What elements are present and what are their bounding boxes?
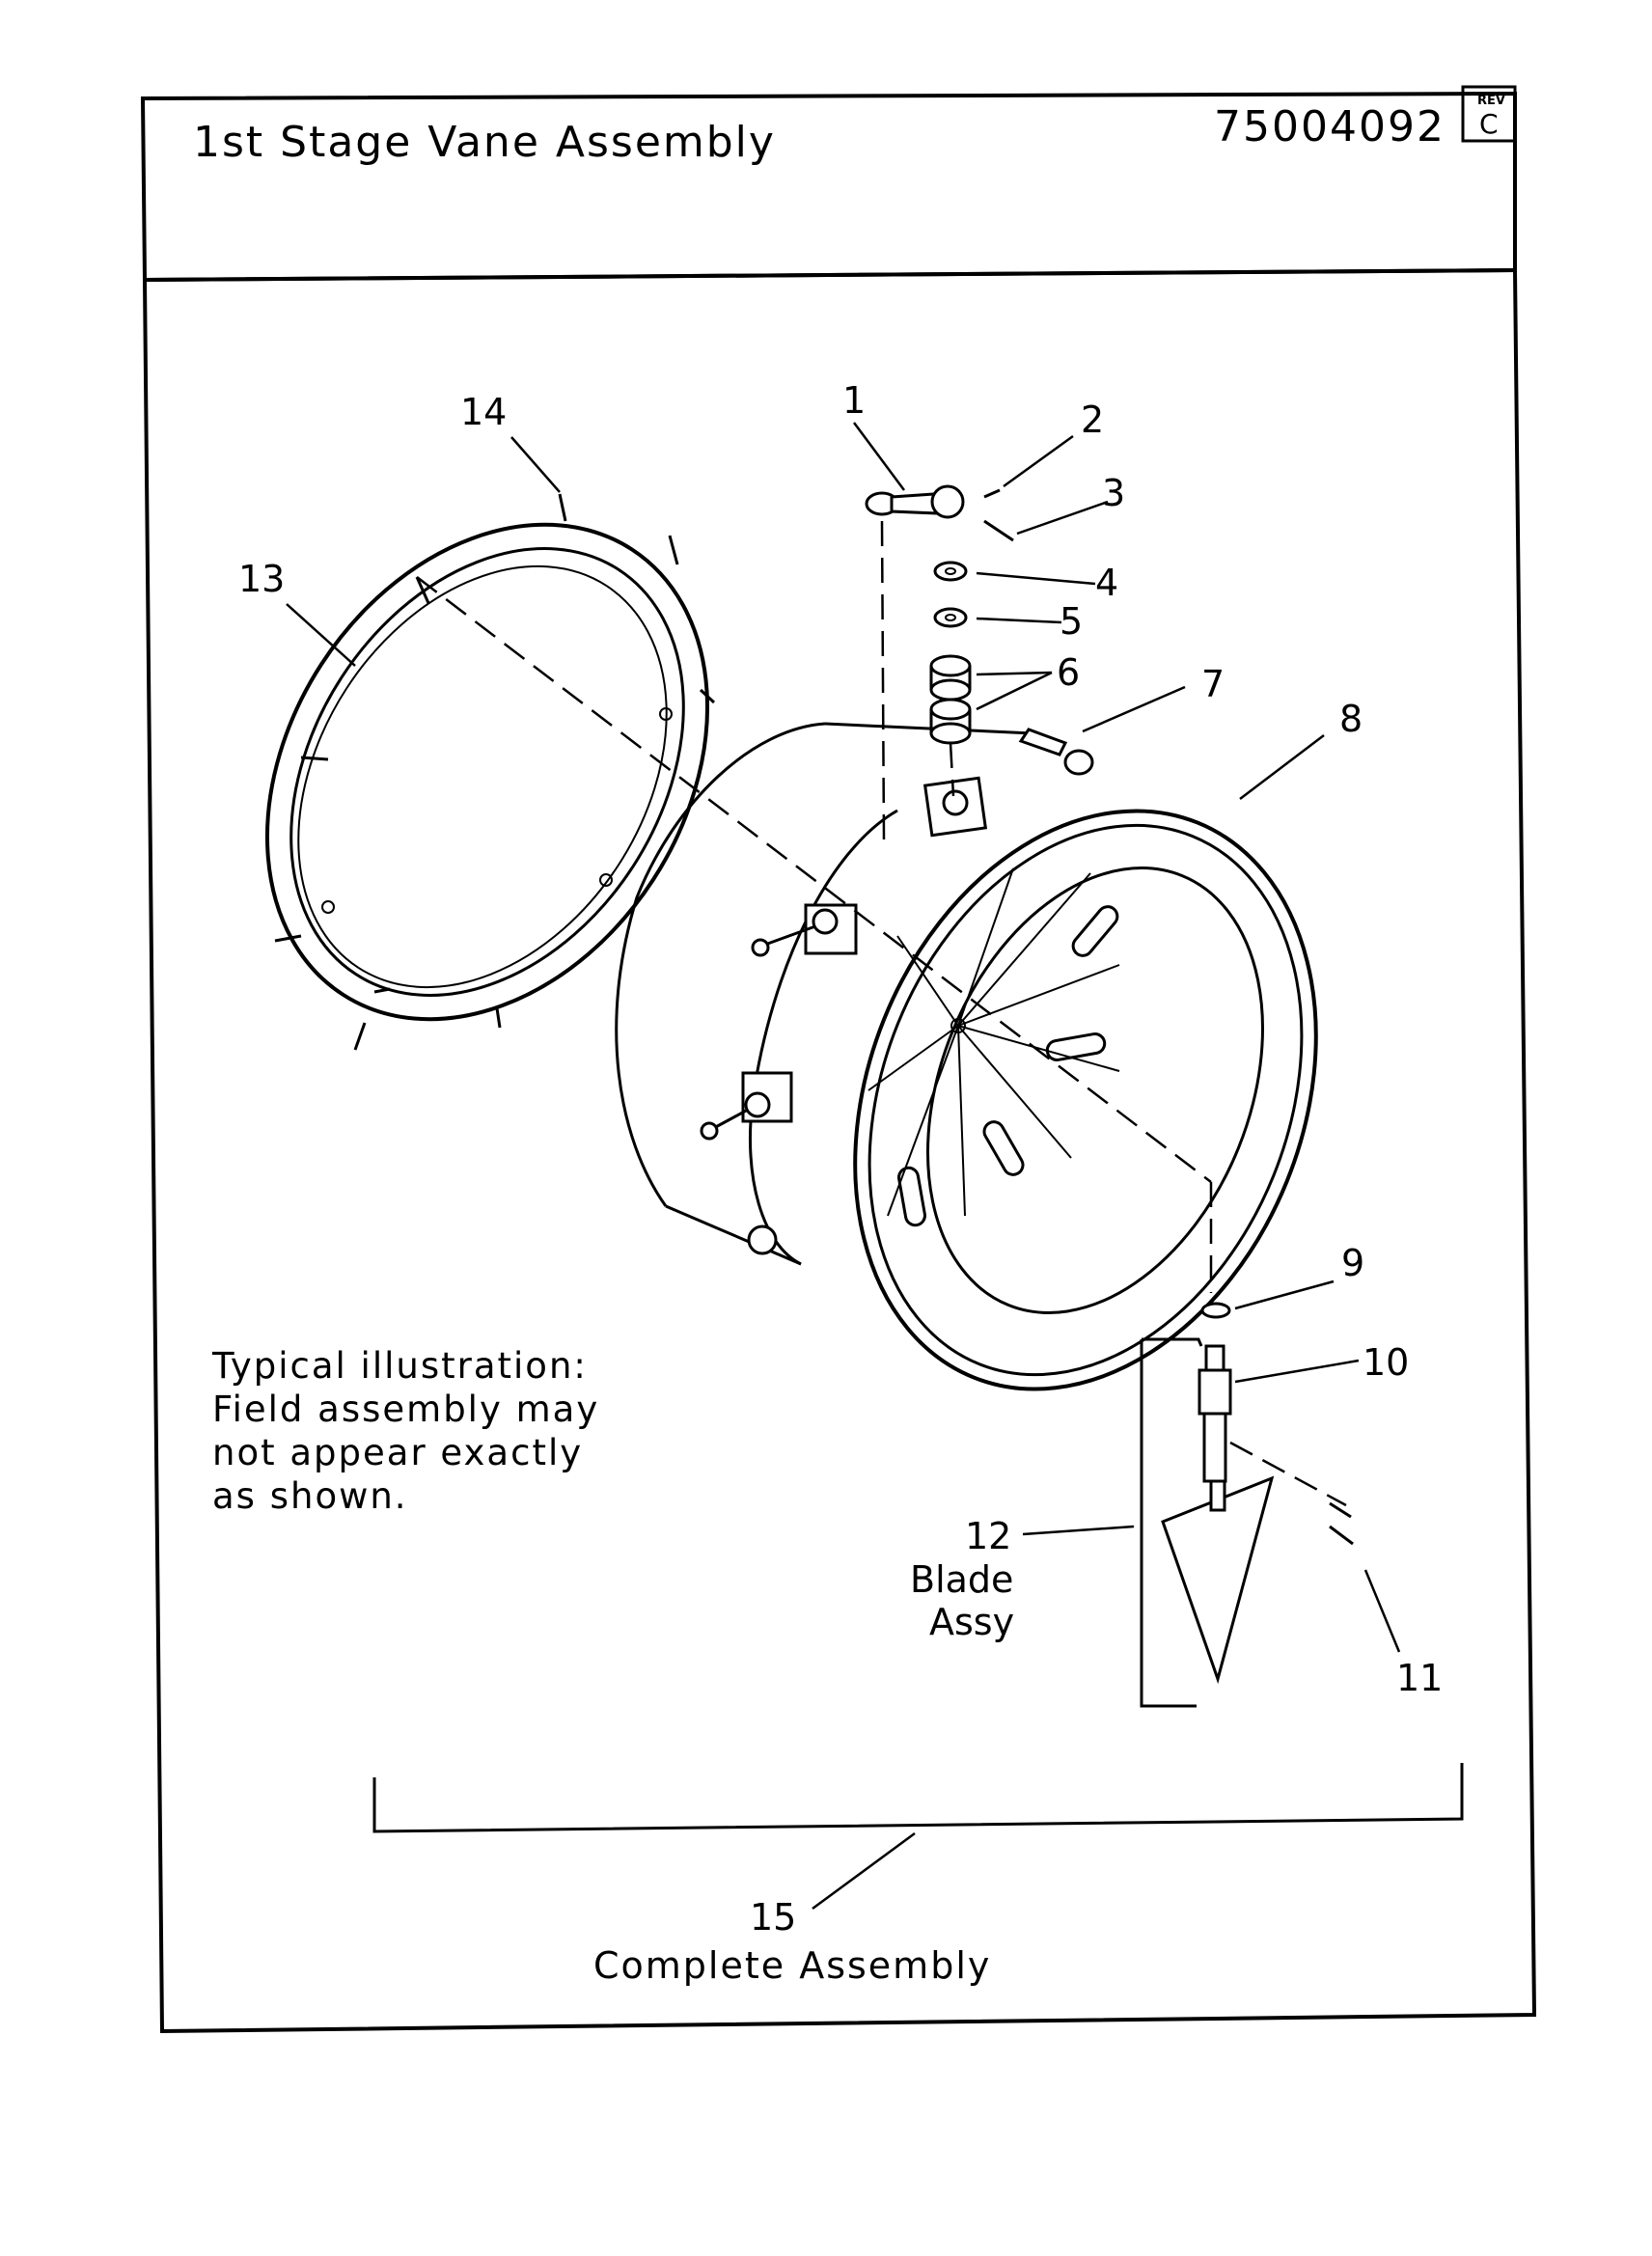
callout-11: 11 xyxy=(1396,1657,1443,1699)
drawing-title: 1st Stage Vane Assembly xyxy=(193,118,776,167)
callout-8: 8 xyxy=(1339,698,1363,740)
leader-lines xyxy=(286,422,1401,1911)
retaining-ring xyxy=(264,493,716,1051)
housing-bosses xyxy=(700,776,988,1255)
ring-pins xyxy=(274,493,716,1051)
drawing-frame xyxy=(143,269,1537,2034)
typical-illustration-note: Typical illustration: Field assembly may… xyxy=(211,1345,599,1517)
callout-1: 1 xyxy=(842,379,866,422)
complete-assembly-bracket xyxy=(372,1763,1464,1833)
note-line-1: Typical illustration: xyxy=(211,1345,588,1387)
center-axis xyxy=(416,576,1212,1183)
vane-housing xyxy=(615,722,1318,1391)
drawing-number: 75004092 xyxy=(1214,102,1446,151)
note-line-2: Field assembly may xyxy=(212,1389,599,1430)
callout-14: 14 xyxy=(460,391,507,433)
callout-3: 3 xyxy=(1102,472,1125,514)
rev-box xyxy=(1461,85,1517,143)
rev-value: C xyxy=(1479,108,1499,140)
callout-2: 2 xyxy=(1081,399,1104,441)
vane-slots xyxy=(897,905,1119,1227)
callout-10: 10 xyxy=(1363,1341,1409,1384)
blade-assembly xyxy=(1140,1302,1354,1708)
rev-label: REV xyxy=(1477,94,1505,108)
note-line-4: as shown. xyxy=(212,1475,408,1517)
complete-assembly-label: Complete Assembly xyxy=(593,1944,991,1987)
vane-blades xyxy=(867,867,1120,1217)
actuator-stack xyxy=(865,484,1014,840)
callout-5: 5 xyxy=(1060,600,1083,643)
callout-9: 9 xyxy=(1341,1242,1364,1284)
note-line-3: not appear exactly xyxy=(212,1432,583,1473)
callout-6: 6 xyxy=(1057,651,1080,694)
callout-numbers: 1 2 3 4 5 6 7 8 9 10 11 12 13 14 15 xyxy=(238,379,1443,1939)
callout-13: 13 xyxy=(238,558,285,600)
callout-7: 7 xyxy=(1201,663,1225,705)
blade-assy-label-line1: Blade xyxy=(910,1558,1013,1601)
callout-4: 4 xyxy=(1095,562,1118,604)
title-block: 1st Stage Vane Assembly 75004092 REV C xyxy=(140,85,1517,283)
callout-12: 12 xyxy=(965,1515,1011,1557)
adjust-screw xyxy=(1018,728,1094,776)
blade-assy-label-line2: Assy xyxy=(929,1601,1014,1643)
callout-15: 15 xyxy=(750,1896,796,1939)
